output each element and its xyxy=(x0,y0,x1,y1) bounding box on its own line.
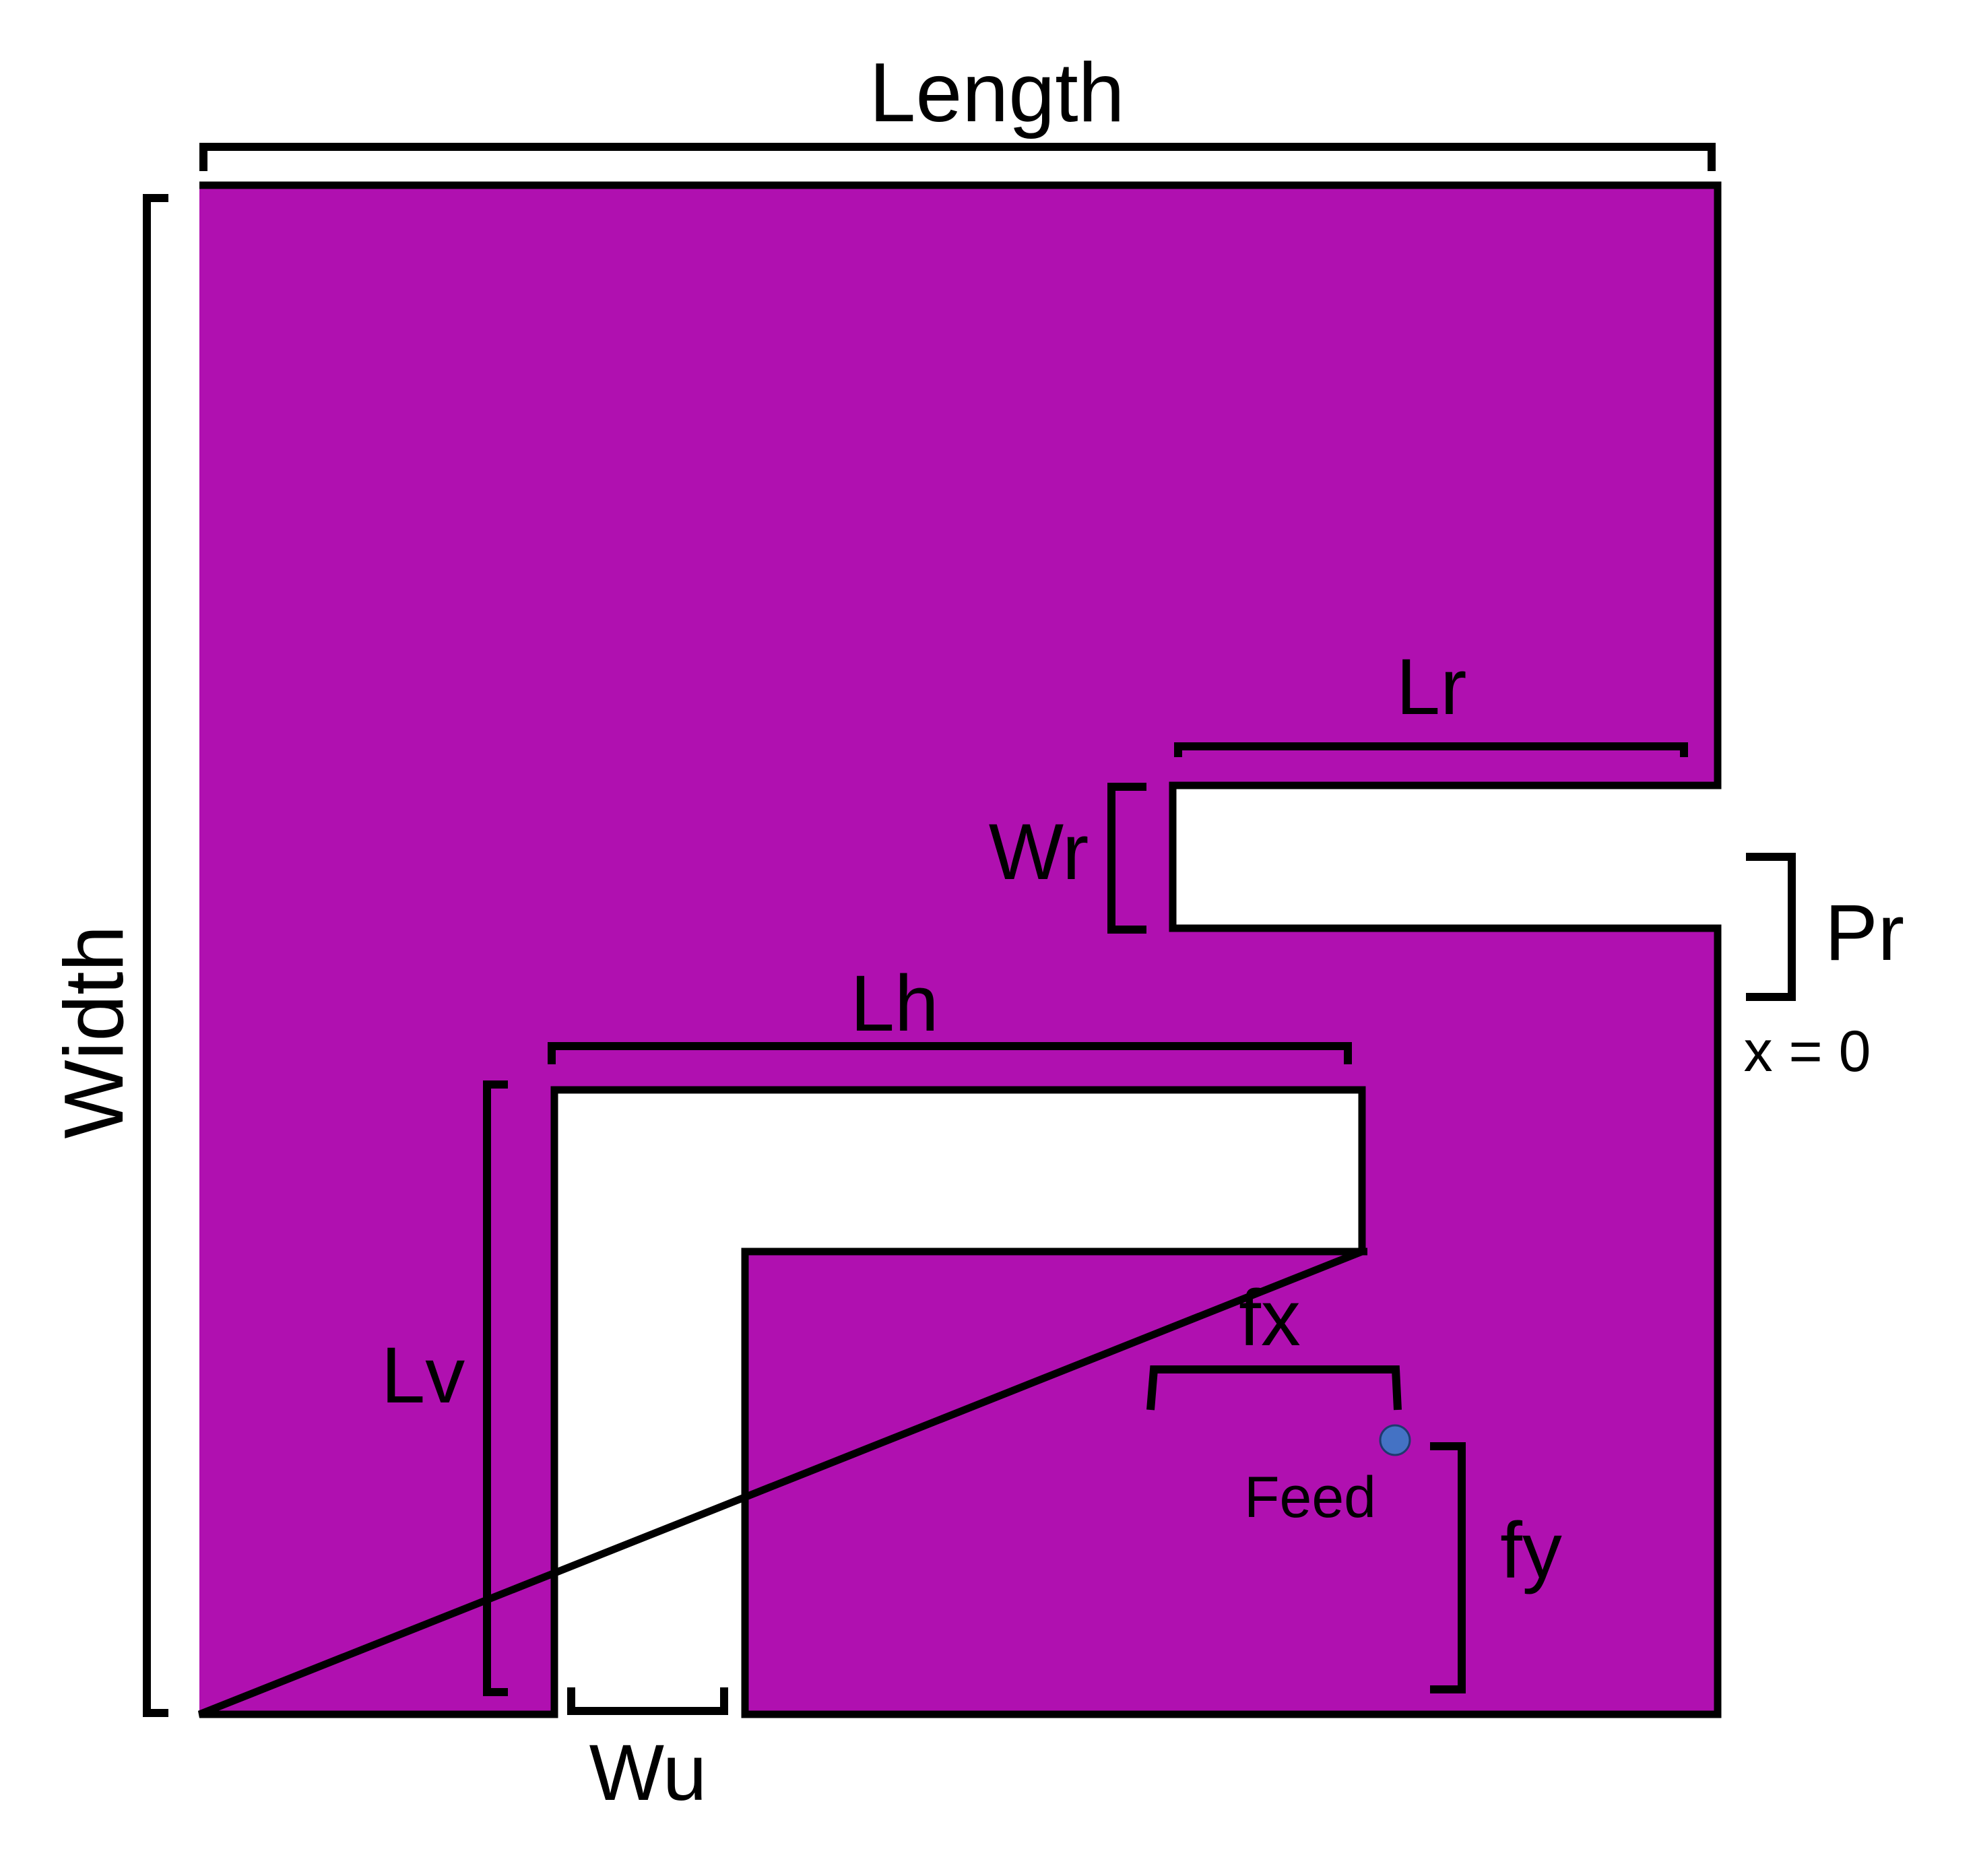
feed-point xyxy=(1379,1424,1411,1456)
patch-outline xyxy=(197,181,1722,1718)
fx-bracket xyxy=(1146,1365,1402,1411)
lv-bracket xyxy=(483,1080,508,1696)
width-bracket xyxy=(143,194,168,1717)
length-label: Length xyxy=(869,46,1124,139)
wu-label: Wu xyxy=(589,1728,707,1817)
lv-label: Lv xyxy=(381,1331,465,1420)
pr-bracket xyxy=(1746,853,1796,1001)
lr-label: Lr xyxy=(1396,643,1467,732)
u-slot xyxy=(554,1090,1362,1714)
feed-label: Feed xyxy=(1244,1465,1376,1530)
pr-label: Pr xyxy=(1825,888,1904,977)
width-label: Width xyxy=(48,926,141,1139)
right-slot xyxy=(1173,785,1725,928)
patch-body xyxy=(199,185,1718,1714)
fx-label: fx xyxy=(1239,1274,1301,1363)
wu-bracket xyxy=(567,1687,728,1715)
fy-label: fy xyxy=(1500,1506,1562,1595)
wr-bracket xyxy=(1107,783,1146,934)
lh-bracket xyxy=(548,1042,1352,1064)
length-bracket xyxy=(199,143,1716,171)
x-zero-label: x = 0 xyxy=(1744,1019,1871,1084)
fy-bracket xyxy=(1430,1442,1466,1693)
wr-label: Wr xyxy=(989,808,1089,897)
lr-bracket xyxy=(1174,742,1688,757)
lh-label: Lh xyxy=(850,959,938,1048)
